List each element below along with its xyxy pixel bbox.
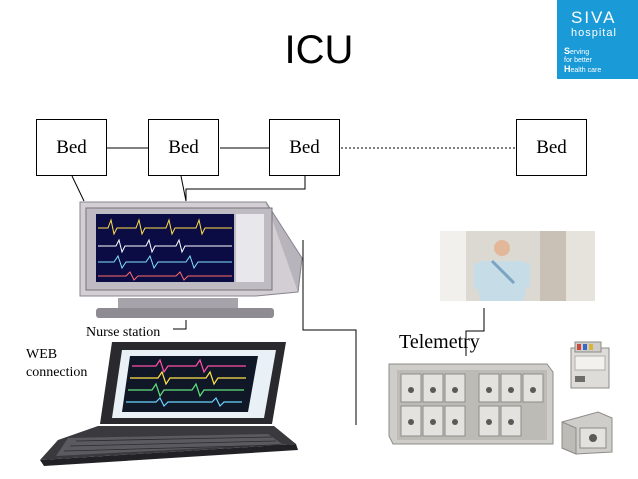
ambulatory-patient-photo — [440, 231, 595, 301]
web-connection-label-line2: connection — [26, 365, 88, 380]
telemetry-transmitter-device — [570, 341, 610, 389]
telemetry-label: Telemetry — [399, 331, 480, 353]
nurse-station-label: Nurse station — [86, 325, 161, 340]
bed-2: Bed — [148, 119, 219, 176]
web-connection-laptop — [40, 342, 298, 466]
logo-tagline: Serving for better Health care — [564, 46, 602, 75]
nurse-station-monitor — [79, 201, 303, 318]
logo-subname: hospital — [571, 27, 617, 39]
telemetry-module-device — [561, 411, 613, 455]
siva-hospital-logo: SIVA hospital Serving for better Health … — [557, 0, 638, 79]
web-connection-label-line1: WEB — [26, 347, 58, 362]
telemetry-receiver-rack — [388, 363, 554, 445]
page-title: ICU — [284, 28, 354, 72]
bed-3: Bed — [269, 119, 340, 176]
bed-4: Bed — [516, 119, 587, 176]
bed-1: Bed — [36, 119, 107, 176]
logo-name: SIVA — [571, 8, 617, 27]
